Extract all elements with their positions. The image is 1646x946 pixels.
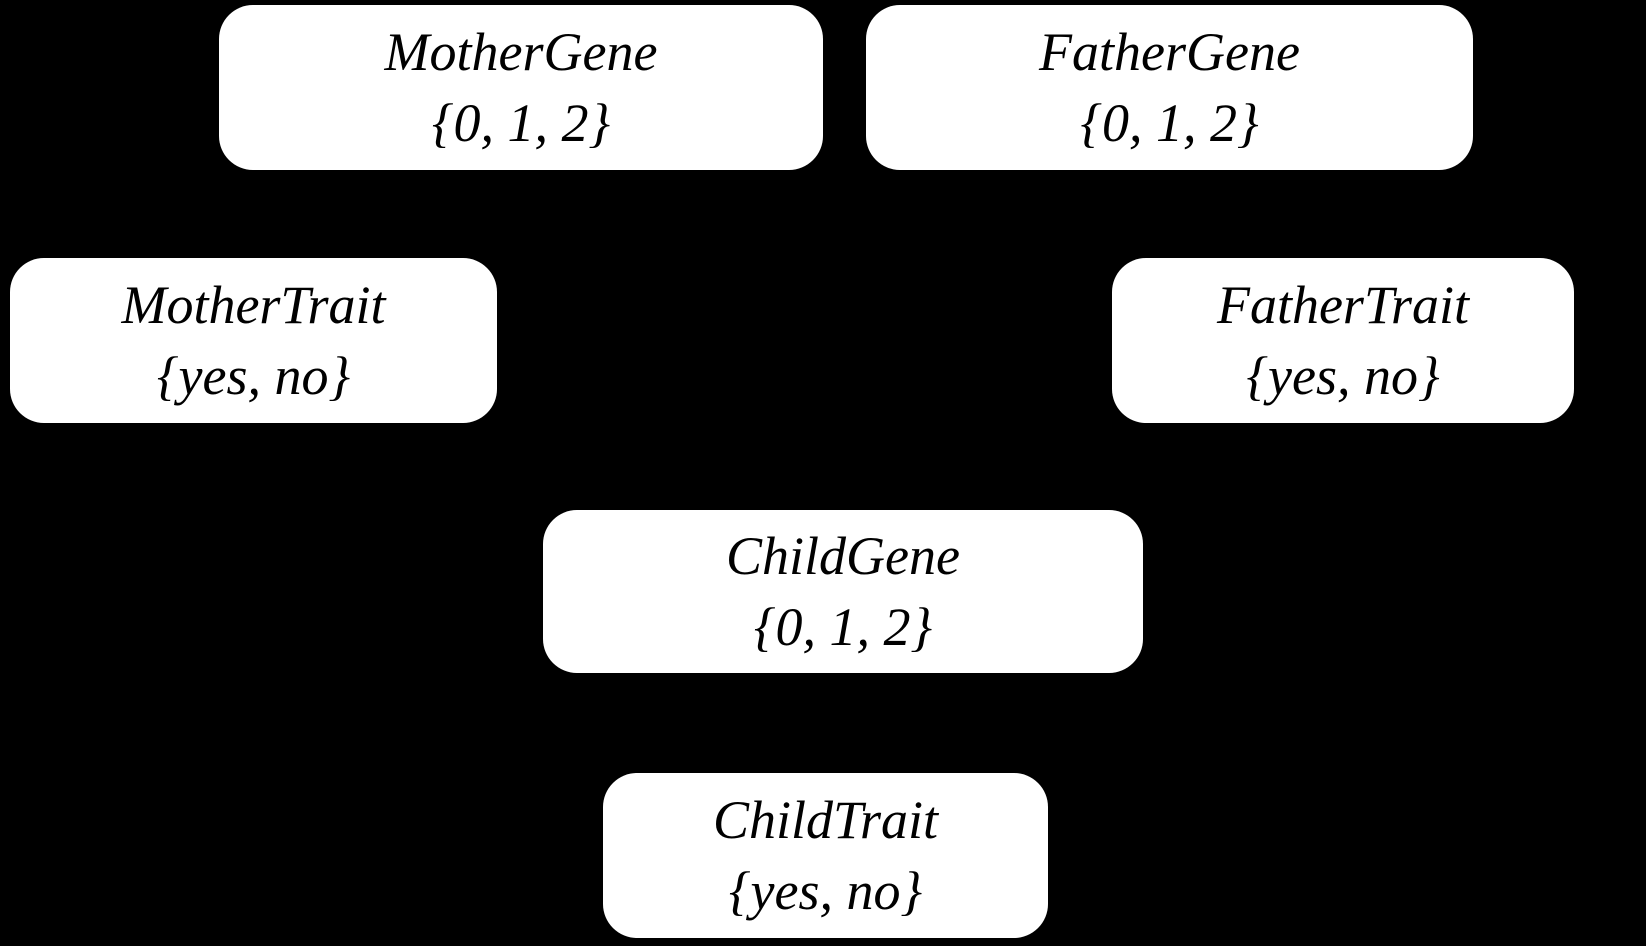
node-father-gene-domain: {0, 1, 2}	[1080, 92, 1259, 153]
node-father-trait-label: FatherTrait	[1216, 275, 1470, 336]
node-father-trait: FatherTrait {yes, no}	[1112, 258, 1574, 423]
node-father-gene: FatherGene {0, 1, 2}	[866, 5, 1473, 170]
node-mother-gene-domain: {0, 1, 2}	[431, 92, 611, 153]
node-mother-trait-domain: {yes, no}	[156, 345, 351, 406]
node-father-trait-domain: {yes, no}	[1246, 345, 1440, 406]
node-mother-trait: MotherTrait {yes, no}	[10, 258, 497, 423]
node-child-trait: ChildTrait {yes, no}	[603, 773, 1048, 938]
node-mother-gene-label: MotherGene	[384, 22, 658, 83]
node-child-gene: ChildGene {0, 1, 2}	[543, 510, 1143, 673]
node-child-gene-label: ChildGene	[726, 526, 960, 587]
node-child-trait-label: ChildTrait	[712, 790, 939, 851]
node-child-trait-domain: {yes, no}	[728, 860, 923, 921]
node-mother-trait-label: MotherTrait	[121, 275, 386, 336]
node-father-gene-label: FatherGene	[1039, 22, 1300, 83]
node-child-gene-domain: {0, 1, 2}	[753, 596, 933, 657]
node-mother-gene: MotherGene {0, 1, 2}	[219, 5, 823, 170]
